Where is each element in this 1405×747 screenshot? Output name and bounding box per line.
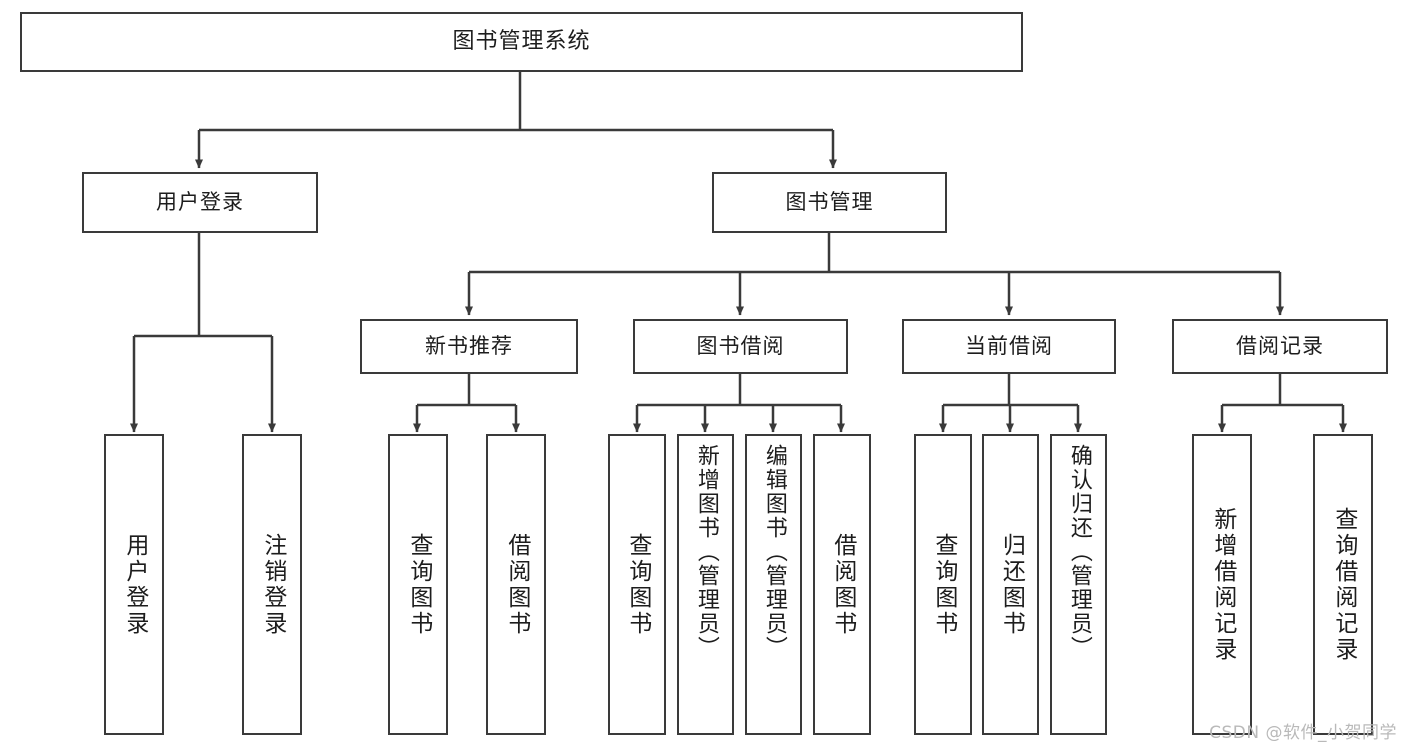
node-leaf-borrow-book-1[interactable]: 借阅图书 — [486, 434, 546, 735]
node-leaf-return-book[interactable]: 归还图书 — [982, 434, 1039, 735]
node-user-login-label: 用户登录 — [156, 190, 244, 215]
node-user-login[interactable]: 用户登录 — [82, 172, 318, 233]
node-leaf-edit-book-admin-label: 编辑图书（管理员） — [761, 444, 787, 660]
node-leaf-add-book-admin[interactable]: 新增图书（管理员） — [677, 434, 734, 735]
node-root-label: 图书管理系统 — [452, 29, 591, 55]
node-current-borrow-label: 当前借阅 — [965, 334, 1053, 359]
node-book-borrow-label: 图书借阅 — [696, 334, 785, 359]
node-leaf-query-borrow-record[interactable]: 查询借阅记录 — [1313, 434, 1373, 735]
node-leaf-query-book-3[interactable]: 查询图书 — [914, 434, 972, 735]
node-leaf-confirm-return-admin-label: 确认归还（管理员） — [1066, 444, 1092, 660]
node-book-manage[interactable]: 图书管理 — [712, 172, 947, 233]
node-borrow-record-label: 借阅记录 — [1236, 334, 1324, 359]
node-borrow-record[interactable]: 借阅记录 — [1172, 319, 1388, 374]
node-current-borrow[interactable]: 当前借阅 — [902, 319, 1116, 374]
node-book-manage-label: 图书管理 — [785, 190, 874, 215]
node-new-book-recommend-label: 新书推荐 — [425, 334, 513, 359]
csdn-watermark: CSDN @软件_小贺同学 — [1209, 723, 1397, 743]
node-book-borrow[interactable]: 图书借阅 — [633, 319, 848, 374]
node-leaf-query-book-1-label: 查询图书 — [405, 532, 432, 637]
node-leaf-confirm-return-admin[interactable]: 确认归还（管理员） — [1050, 434, 1107, 735]
node-leaf-borrow-book-2[interactable]: 借阅图书 — [813, 434, 871, 735]
node-leaf-query-book-2-label: 查询图书 — [624, 532, 651, 637]
node-leaf-query-book-3-label: 查询图书 — [930, 532, 957, 637]
node-leaf-add-book-admin-label: 新增图书（管理员） — [693, 444, 719, 660]
node-new-book-recommend[interactable]: 新书推荐 — [360, 319, 578, 374]
node-leaf-query-book-2[interactable]: 查询图书 — [608, 434, 666, 735]
node-leaf-borrow-book-1-label: 借阅图书 — [503, 532, 530, 637]
node-leaf-user-login-label: 用户登录 — [121, 532, 148, 637]
node-leaf-logout-login-label: 注销登录 — [259, 532, 286, 637]
node-leaf-user-login[interactable]: 用户登录 — [104, 434, 164, 735]
node-root[interactable]: 图书管理系统 — [20, 12, 1023, 72]
node-leaf-edit-book-admin[interactable]: 编辑图书（管理员） — [745, 434, 802, 735]
node-leaf-query-book-1[interactable]: 查询图书 — [388, 434, 448, 735]
node-leaf-query-borrow-record-label: 查询借阅记录 — [1330, 506, 1357, 663]
node-leaf-borrow-book-2-label: 借阅图书 — [829, 532, 856, 637]
node-leaf-add-borrow-record[interactable]: 新增借阅记录 — [1192, 434, 1252, 735]
node-leaf-logout-login[interactable]: 注销登录 — [242, 434, 302, 735]
node-leaf-add-borrow-record-label: 新增借阅记录 — [1209, 506, 1236, 663]
node-leaf-return-book-label: 归还图书 — [998, 532, 1025, 637]
